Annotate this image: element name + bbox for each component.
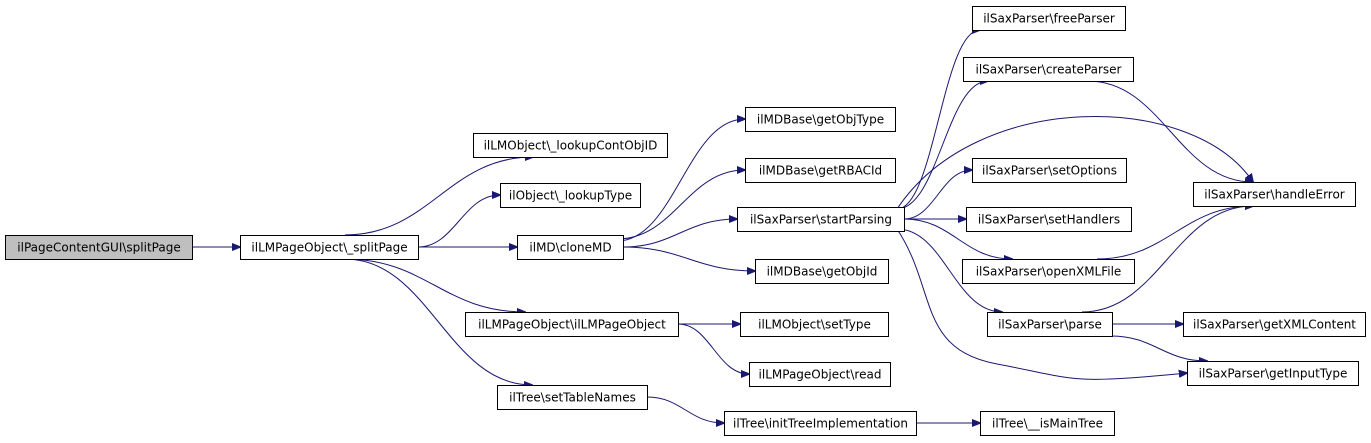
node-ilsaxparser-createparser[interactable]: ilSaxParser\createParser	[963, 57, 1134, 82]
node-ilsaxparser-getinputtype[interactable]: ilSaxParser\getInputType	[1187, 361, 1359, 386]
node-label: ilSaxParser\handleError	[1204, 188, 1345, 202]
edge-n9-to-n15	[896, 81, 988, 210]
node-ilmd-clonemd[interactable]: ilMD\cloneMD	[517, 235, 624, 260]
node-ilsaxparser-sethandlers[interactable]: ilSaxParser\setHandlers	[966, 207, 1132, 232]
node-label: ilMDBase\getRBACId	[759, 164, 882, 178]
node-illmpageobject-splitpage[interactable]: ilLMPageObject\_splitPage	[240, 235, 419, 260]
node-label: ilLMObject\_lookupContObjID	[484, 139, 658, 153]
edge-n4-to-n8	[616, 170, 745, 240]
node-label: ilSaxParser\openXMLFile	[976, 265, 1122, 279]
node-box	[517, 235, 624, 260]
node-illmpageobject-read[interactable]: ilLMPageObject\read	[749, 362, 891, 387]
node-ilsaxparser-setoptions[interactable]: ilSaxParser\setOptions	[972, 158, 1127, 183]
node-box	[972, 158, 1127, 183]
edge-n9-to-n21	[896, 116, 1253, 210]
node-box	[240, 235, 419, 260]
edge-n4-to-n9	[622, 219, 737, 248]
node-box	[745, 107, 896, 132]
edge-n18-to-n21	[1096, 206, 1253, 260]
edge-n9-to-n14	[896, 30, 980, 210]
node-box	[737, 207, 905, 232]
node-ilsaxparser-freeparser[interactable]: ilSaxParser\freeParser	[972, 6, 1126, 31]
node-label: ilLMPageObject\_splitPage	[251, 241, 407, 255]
node-box	[473, 133, 668, 158]
node-label: ilSaxParser\createParser	[976, 63, 1122, 77]
edge-n19-to-n23	[1110, 335, 1207, 361]
node-ilsaxparser-handleerror[interactable]: ilSaxParser\handleError	[1193, 182, 1356, 207]
node-label: ilSaxParser\setOptions	[982, 164, 1117, 178]
edges-layer	[192, 30, 1253, 423]
node-box	[740, 312, 889, 337]
node-iltree-settablenames[interactable]: ilTree\setTableNames	[497, 385, 648, 410]
node-label: ilSaxParser\getXMLContent	[1193, 318, 1356, 332]
node-label: ilMD\cloneMD	[529, 241, 611, 255]
node-box	[749, 362, 891, 387]
node-box	[497, 385, 648, 410]
node-ilsaxparser-getxmlcontent[interactable]: ilSaxParser\getXMLContent	[1183, 312, 1366, 337]
node-ilmdbase-getobjid[interactable]: ilMDBase\getObjId	[755, 259, 889, 284]
node-ilsaxparser-parse[interactable]: ilSaxParser\parse	[987, 312, 1113, 337]
node-box	[465, 312, 679, 337]
node-label: ilMDBase\getObjId	[767, 265, 878, 279]
edge-n1-to-n6	[344, 258, 532, 385]
node-box	[500, 183, 641, 208]
edge-n15-to-n21	[1087, 80, 1253, 182]
node-label: ilSaxParser\setHandlers	[978, 213, 1120, 227]
node-box	[966, 207, 1132, 232]
node-box	[724, 411, 917, 436]
node-label: ilSaxParser\parse	[998, 318, 1102, 332]
node-illmpageobject-illmpageobject[interactable]: ilLMPageObject\ilLMPageObject	[465, 312, 679, 337]
node-label: ilSaxParser\freeParser	[983, 12, 1115, 26]
edge-n9-to-n19	[896, 228, 1002, 312]
node-ilmdbase-getrbacid[interactable]: ilMDBase\getRBACId	[745, 158, 896, 183]
node-illmobject-lookupcontobjid[interactable]: ilLMObject\_lookupContObjID	[473, 133, 668, 158]
node-iltree-inittreeimplementation[interactable]: ilTree\initTreeImplementation	[724, 411, 917, 436]
edge-n1-to-n3	[417, 195, 500, 248]
edge-n5-to-n12	[677, 323, 749, 374]
edge-n4-to-n10	[622, 246, 755, 271]
node-label: ilLMObject\setType	[758, 318, 871, 332]
node-box	[962, 259, 1135, 284]
node-label: ilTree\initTreeImplementation	[733, 417, 908, 431]
node-label: ilSaxParser\getInputType	[1199, 367, 1348, 381]
node-box	[980, 411, 1115, 436]
node-label: ilLMPageObject\ilLMPageObject	[478, 318, 666, 332]
node-box	[987, 312, 1113, 337]
node-box	[972, 6, 1126, 31]
node-label: ilPageContentGUI\splitPage	[17, 241, 180, 255]
edge-n6-to-n13	[646, 396, 724, 423]
node-box	[963, 57, 1134, 82]
nodes-layer: ilPageContentGUI\splitPage ilLMPageObject…	[5, 6, 1366, 436]
edge-n9-to-n23	[896, 228, 1187, 380]
node-label: ilTree\__isMainTree	[992, 417, 1103, 431]
node-label: ilLMPageObject\read	[759, 368, 882, 382]
node-box	[745, 158, 896, 183]
edge-n1-to-n5	[344, 258, 525, 312]
node-illmobject-settype[interactable]: ilLMObject\setType	[740, 312, 889, 337]
node-box	[1183, 312, 1366, 337]
node-ilmdbase-getobjtype[interactable]: ilMDBase\getObjType	[745, 107, 896, 132]
node-box	[5, 235, 193, 260]
node-box	[1187, 361, 1359, 386]
edge-n19-to-n21	[1081, 206, 1253, 313]
edge-n1-to-n2	[344, 157, 533, 236]
node-box	[1193, 182, 1356, 207]
edge-n9-to-n18	[903, 218, 1012, 259]
node-label: ilTree\setTableNames	[509, 391, 636, 405]
node-box	[755, 259, 889, 284]
node-iltree-ismaintree[interactable]: ilTree\__isMainTree	[980, 411, 1115, 436]
edge-n9-to-n16	[903, 170, 972, 220]
node-ilsaxparser-startparsing[interactable]: ilSaxParser\startParsing	[737, 207, 905, 232]
node-ilpagecontentgui-splitpage[interactable]: ilPageContentGUI\splitPage	[5, 235, 193, 260]
node-label: ilObject\_lookupType	[509, 189, 632, 203]
node-ilsaxparser-openxmlfile[interactable]: ilSaxParser\openXMLFile	[962, 259, 1135, 284]
node-ilobject-lookuptype[interactable]: ilObject\_lookupType	[500, 183, 641, 208]
node-label: ilMDBase\getObjType	[757, 113, 884, 127]
node-label: ilSaxParser\startParsing	[750, 213, 892, 227]
